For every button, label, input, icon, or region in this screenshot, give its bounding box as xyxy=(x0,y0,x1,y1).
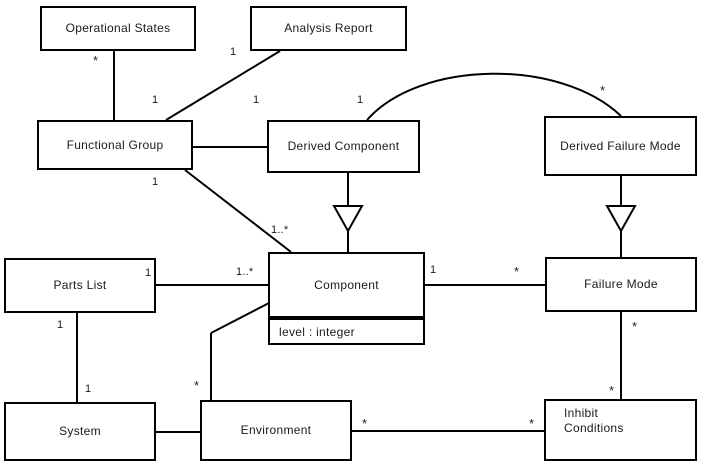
class-name-inhibit-conditions: Inhibit Conditions xyxy=(564,406,624,435)
multiplicity-failure-mode-inhibit-top: * xyxy=(632,319,638,334)
generalization-triangle-component xyxy=(332,205,364,234)
class-inhibit-conditions[interactable]: Inhibit Conditions xyxy=(544,399,697,461)
class-functional-group[interactable]: Functional Group xyxy=(37,120,193,170)
class-name-environment: Environment xyxy=(240,423,312,437)
class-derived-component[interactable]: Derived Component xyxy=(267,120,420,173)
multiplicity-functional-group-analysis: 1 xyxy=(152,94,159,106)
multiplicity-system-parts-list: 1 xyxy=(85,383,92,395)
multiplicity-parts-list-system: 1 xyxy=(57,319,64,331)
class-derived-failure-mode[interactable]: Derived Failure Mode xyxy=(544,116,697,176)
attribute-text-level: level : integer xyxy=(279,324,355,339)
multiplicity-derived-component-arc: 1 xyxy=(357,94,364,106)
class-system[interactable]: System xyxy=(4,402,156,461)
edge-analysisreport-functionalgroup xyxy=(165,50,281,121)
multiplicity-functional-group-component: 1 xyxy=(152,176,159,188)
class-name-derived-failure-mode: Derived Failure Mode xyxy=(560,138,681,153)
class-parts-list[interactable]: Parts List xyxy=(4,258,156,313)
multiplicity-inhibit-environment-right: * xyxy=(529,416,535,431)
class-name-component: Component xyxy=(314,277,379,292)
class-component[interactable]: Component xyxy=(268,252,425,318)
multiplicity-functional-group-derived-component: 1 xyxy=(253,94,260,106)
class-operational-states[interactable]: Operational States xyxy=(40,6,196,51)
class-name-failure-mode: Failure Mode xyxy=(584,277,658,291)
generalization-triangle-failuremode xyxy=(605,205,637,234)
multiplicity-parts-list-component: 1 xyxy=(145,267,152,279)
class-name-functional-group: Functional Group xyxy=(66,137,164,152)
multiplicity-failure-mode-component: * xyxy=(514,264,520,279)
class-name-operational-states: Operational States xyxy=(65,21,171,35)
class-failure-mode[interactable]: Failure Mode xyxy=(545,257,697,312)
class-attribute-component-level: level : integer xyxy=(268,318,425,345)
class-name-derived-component: Derived Component xyxy=(287,139,400,153)
class-environment[interactable]: Environment xyxy=(200,400,352,461)
edge-environment-component-diagonal xyxy=(210,302,270,334)
edge-derivedcomponent-derivedfailuremode-arc xyxy=(366,72,622,121)
class-name-parts-list: Parts List xyxy=(53,278,107,292)
edge-functionalgroup-component xyxy=(184,169,292,253)
multiplicity-analysis-report: 1 xyxy=(230,46,237,58)
multiplicity-component-functional-group: 1..* xyxy=(271,224,289,236)
multiplicity-derived-failure-mode-arc: * xyxy=(600,83,606,98)
multiplicity-operational-states: * xyxy=(93,53,99,68)
multiplicity-environment-component: * xyxy=(194,378,200,393)
multiplicity-component-failure-mode: 1 xyxy=(430,264,437,276)
class-analysis-report[interactable]: Analysis Report xyxy=(250,6,407,51)
class-name-analysis-report: Analysis Report xyxy=(284,21,373,35)
multiplicity-inhibit-failure-mode-bottom: * xyxy=(609,383,615,398)
multiplicity-environment-inhibit-left: * xyxy=(362,416,368,431)
class-name-system: System xyxy=(59,424,101,438)
multiplicity-component-parts-list: 1..* xyxy=(236,266,254,278)
